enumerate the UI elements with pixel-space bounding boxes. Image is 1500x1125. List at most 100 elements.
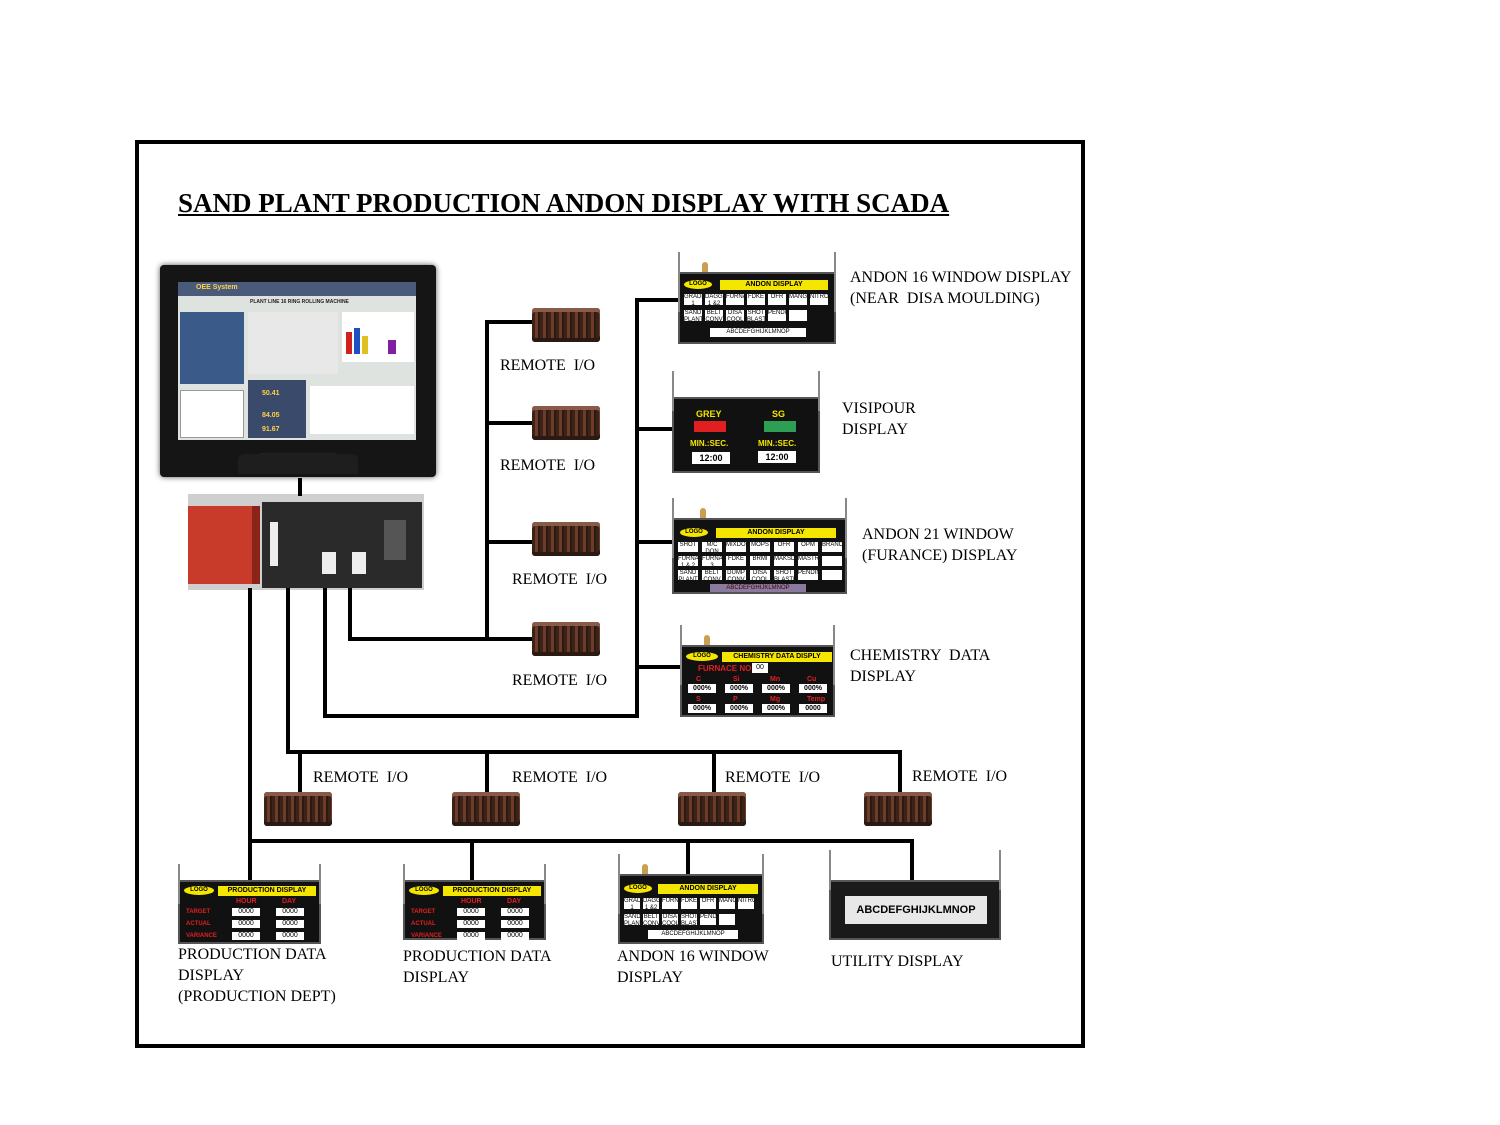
window-cell: OFR — [768, 294, 786, 305]
utility-label: UTILITY DISPLAY — [831, 953, 964, 970]
chemistry-header: CHEMISTRY DATA DISPLY — [722, 652, 832, 662]
window-cell: PENDING — [700, 914, 716, 925]
monitor-value: 91.67 — [262, 426, 280, 433]
window-cell — [822, 556, 842, 566]
link-wire — [286, 750, 902, 754]
link-wire — [485, 637, 535, 641]
andon-header: ANDON DISPLAY — [716, 528, 836, 538]
link-wire — [635, 298, 680, 302]
window-cell: GRADE 1 — [684, 294, 702, 305]
window-cell: BRANCH — [822, 542, 842, 552]
andon-16-window-display-top: LOGO ANDON DISPLAY GRADE 1DAGGLE 1 &2FUR… — [678, 252, 836, 344]
scroll-text: ABCDEFGHIJKLMNOP — [710, 584, 806, 592]
production-value: 0000 — [501, 908, 529, 916]
monitor-screen: OEE System PLANT LINE 16 RING ROLLING MA… — [178, 282, 416, 440]
logo-badge: LOGO — [184, 886, 214, 895]
element-value: 000% — [688, 684, 716, 693]
window-cell: DAGGLE 1 &2 — [643, 898, 659, 909]
production-value: 0000 — [457, 920, 485, 928]
window-cell: BELT CONV — [643, 914, 659, 925]
remote-io-label: REMOTE I/O — [500, 457, 596, 474]
window-cell: NITROM — [810, 294, 828, 305]
scroll-text: ABCDEFGHIJKLMNOP — [710, 328, 806, 337]
monitor-value: 50.41 — [262, 390, 280, 397]
window-cell: MANGE — [719, 898, 735, 909]
remote-io-module — [264, 792, 332, 826]
production-value: 0000 — [501, 932, 529, 940]
remote-io-label: REMOTE I/O — [512, 672, 608, 689]
window-cell: DUMP CONV — [726, 570, 746, 580]
element-value: 000% — [762, 704, 790, 713]
production-value: 0000 — [276, 932, 304, 940]
visipour-left-label: GREY — [696, 409, 722, 419]
window-cell: SHOT — [678, 542, 698, 552]
beacon-icon — [700, 508, 706, 518]
element-label: Mg — [770, 696, 781, 703]
column-header-day: DAY — [282, 898, 297, 905]
remote-io-module — [864, 792, 932, 826]
window-cell: SAND PLANT — [678, 570, 698, 580]
link-wire — [910, 839, 914, 883]
remote-io-label: REMOTE I/O — [725, 769, 821, 786]
window-cell: DISA COOL — [726, 310, 744, 321]
window-cell: SAND PLANT — [684, 310, 702, 321]
production-header: PRODUCTION DISPLAY — [443, 886, 541, 896]
link-wire — [485, 320, 489, 641]
production-value: 0000 — [457, 908, 485, 916]
logo-badge: LOGO — [624, 884, 652, 893]
scroll-text: ABCDEFGHIJKLMNOP — [648, 930, 738, 939]
element-label: Si — [733, 676, 740, 683]
monitor-stand — [238, 454, 358, 474]
link-wire — [635, 427, 673, 431]
remote-io-label: REMOTE I/O — [313, 769, 409, 786]
remote-io-module — [532, 522, 600, 556]
window-cell: FURNACE 1 & 2 — [678, 556, 698, 566]
element-value: 000% — [688, 704, 716, 713]
production-label: PRODUCTION DATA DISPLAY — [403, 948, 552, 986]
window-cell: PENDING — [798, 570, 818, 580]
remote-io-label: REMOTE I/O — [512, 571, 608, 588]
column-header-day: DAY — [507, 898, 522, 905]
window-cell: MASTRAM — [798, 556, 818, 566]
furnace-number: 00 — [752, 663, 768, 673]
andon-21-label: ANDON 21 WINDOW (FURANCE) DISPLAY — [862, 526, 1018, 564]
window-cell — [789, 310, 807, 321]
visipour-right-time: 12:00 — [758, 451, 796, 463]
diagram-border — [135, 140, 1085, 1048]
production-value: 0000 — [232, 908, 260, 916]
visipour-left-sub: MIN.:SEC. — [690, 439, 729, 448]
link-wire — [298, 750, 302, 794]
link-wire — [348, 588, 352, 640]
beacon-icon — [704, 635, 710, 645]
link-wire — [348, 637, 488, 641]
window-cell: MOPS — [750, 542, 770, 552]
monitor-brand: OEE System — [196, 284, 238, 291]
window-cell: FDKE — [747, 294, 765, 305]
window-cell: SHOT BLASTING — [681, 914, 697, 925]
link-wire — [485, 540, 535, 544]
window-cell: BRMI — [750, 556, 770, 566]
window-cell: OPM — [798, 542, 818, 552]
window-cell: SHOT BLASTING — [747, 310, 765, 321]
link-wire — [712, 750, 716, 794]
column-header-hour: HOUR — [461, 898, 482, 905]
window-cell: SHOT BLASTING — [774, 570, 794, 580]
production-value: 0000 — [276, 908, 304, 916]
remote-io-module — [532, 308, 600, 342]
remote-io-label: REMOTE I/O — [500, 357, 596, 374]
row-label: ACTUAL — [186, 921, 211, 927]
window-cell: DISA COOL — [750, 570, 770, 580]
monitor-heading: PLANT LINE 16 RING ROLLING MACHINE — [250, 299, 349, 305]
window-cell: FURNACE — [662, 898, 678, 909]
link-wire — [323, 588, 327, 718]
logo-badge: LOGO — [680, 528, 708, 537]
furnace-label: FURNACE NO. — [698, 664, 754, 673]
logo-badge: LOGO — [409, 886, 439, 895]
window-cell: DAGGLE 1 &2 — [705, 294, 723, 305]
production-data-display: LOGO PRODUCTION DISPLAY HOUR DAY TARGET 0000 0… — [403, 864, 546, 940]
row-label: TARGET — [411, 909, 436, 915]
link-wire — [635, 540, 673, 544]
link-wire — [686, 839, 690, 875]
